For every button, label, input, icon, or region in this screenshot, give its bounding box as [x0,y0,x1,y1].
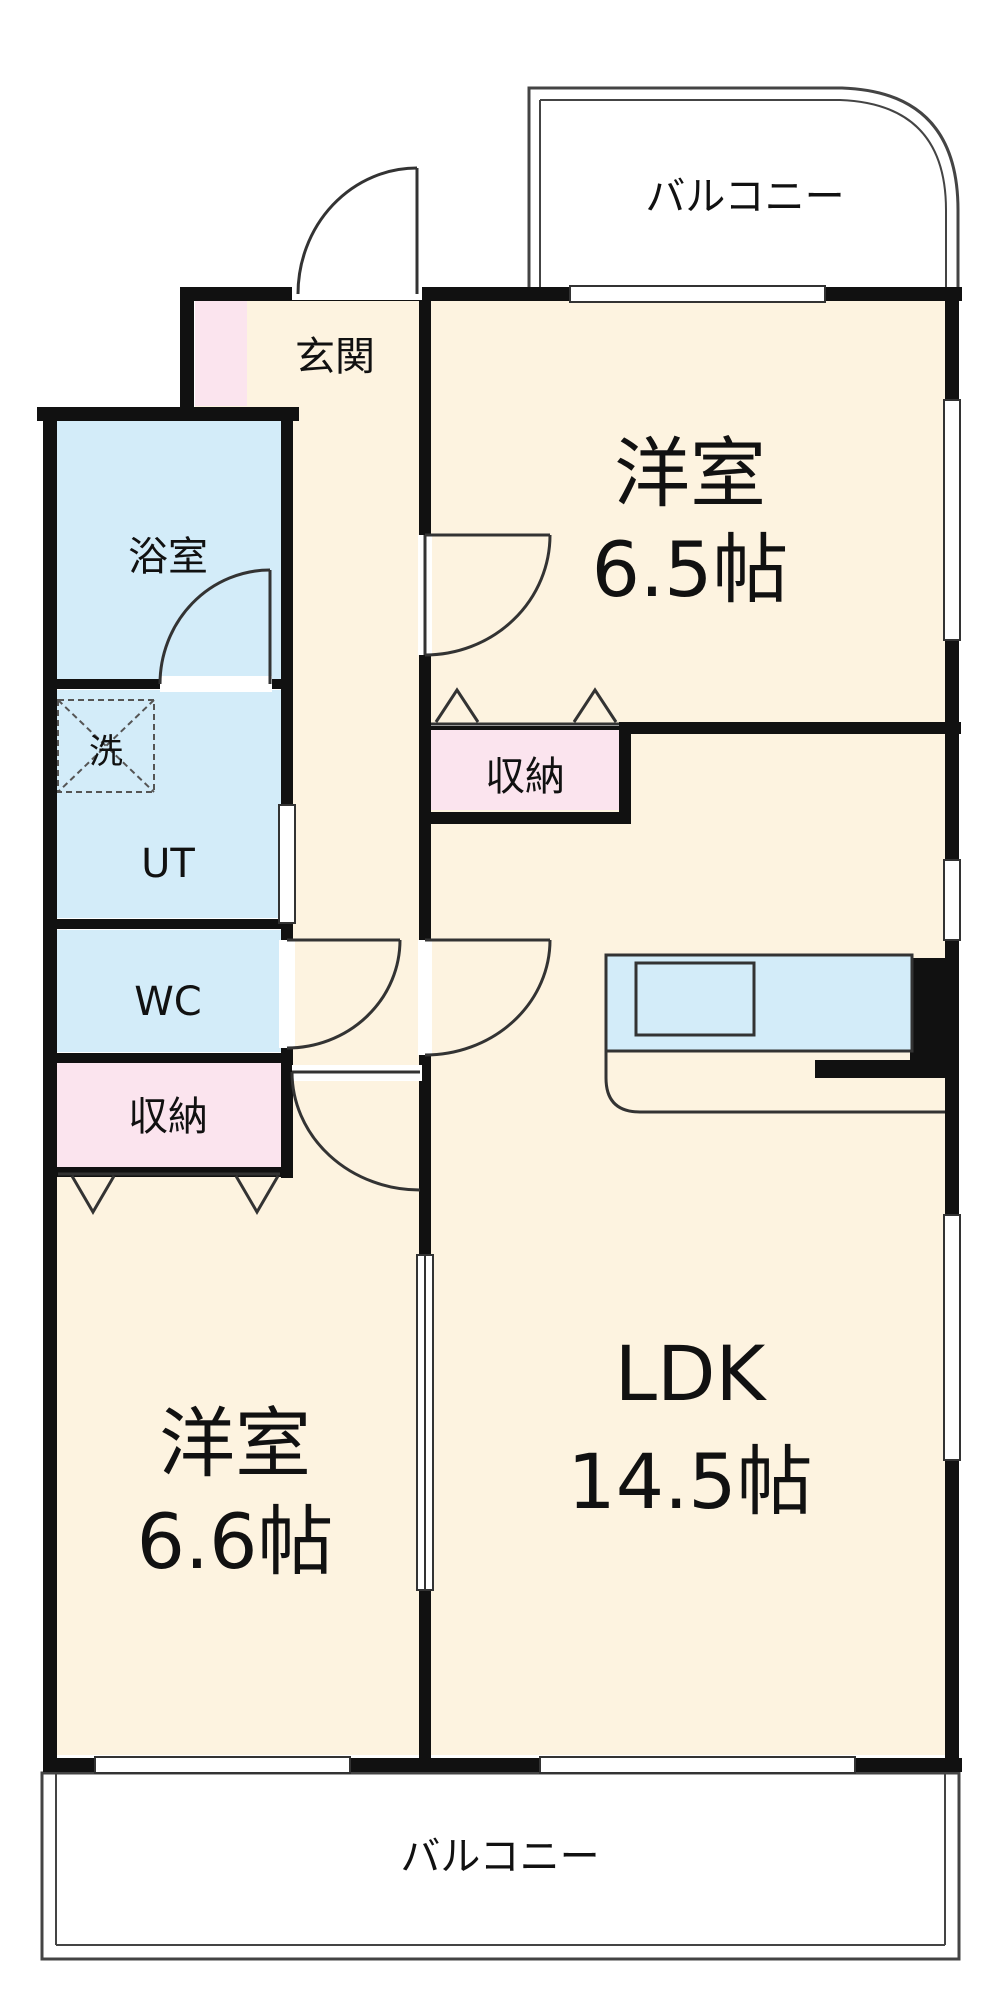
windows [94,285,961,1774]
entrance-label: 玄関 [295,334,375,380]
balcony-top [527,86,960,294]
balcony-bottom-label: バルコニー [400,1834,599,1880]
utility-label: UT [141,841,195,887]
balcony-top-label: バルコニー [645,174,844,220]
window-bottom-room2 [94,1756,351,1774]
storage-2-floor [55,1062,281,1170]
western-room-2-name: 洋室 [159,1399,311,1488]
western-room-1-floor [427,294,947,724]
wc-label: WC [134,979,201,1025]
entrance-step [195,294,247,406]
western-room-1-size: 6.5帖 [592,525,789,614]
window-right-room1 [943,399,961,641]
storage-1-label: 収納 [485,754,565,800]
balcony-bottom [40,1771,961,1961]
window-top-room1 [569,285,826,303]
storage-2-label: 収納 [128,1094,208,1140]
window-bottom-ldk [539,1756,856,1774]
storage-1-floor [431,730,619,810]
ldk-floor [427,730,947,1755]
kitchen-counter-icon [604,953,945,1114]
window-right-ldk-1 [943,859,961,941]
washer-label: 洗 [89,732,123,772]
western-room-1-name: 洋室 [614,429,766,518]
ldk-size: 14.5帖 [567,1437,812,1526]
bathroom-label: 浴室 [128,534,208,580]
window-right-ldk-2 [943,1214,961,1461]
closet-door-icon [58,687,619,1215]
wc-floor [55,930,281,1052]
utility-floor [55,690,281,918]
room-labels: バルコニー 玄関 洋室 6.5帖 浴室 洗 UT 収納 WC 収納 LDK 14… [89,174,845,1880]
window-utility [278,804,296,924]
washing-machine-pan-icon [57,699,155,793]
western-room-2-floor [55,1170,420,1755]
ldk-name: LDK [615,1329,768,1418]
room-floors [55,294,947,1755]
bathroom-floor [55,418,281,680]
doors [158,166,552,1192]
western-room-2-size: 6.6帖 [137,1497,334,1586]
